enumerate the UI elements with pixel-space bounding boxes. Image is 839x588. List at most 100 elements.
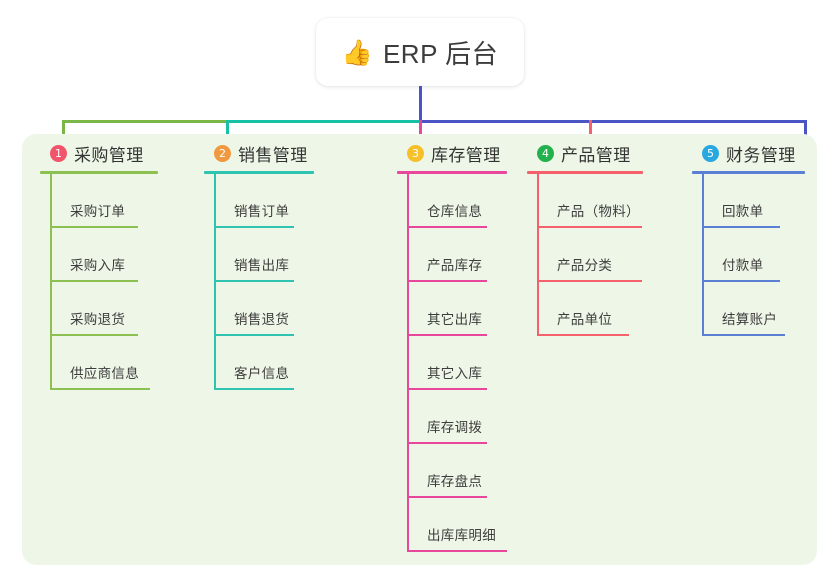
- leaf-item[interactable]: 产品分类: [527, 228, 643, 282]
- leaf-item[interactable]: 销售出库: [204, 228, 314, 282]
- diagram-panel: [22, 134, 817, 565]
- leaf-item-label: 客户信息: [234, 366, 290, 381]
- bus-segment-left: [62, 120, 227, 123]
- root-stem-line: [419, 86, 422, 123]
- thumbs-up-icon: 👍: [341, 37, 373, 67]
- leaf-item[interactable]: 产品单位: [527, 282, 643, 336]
- drop-line-col2: [226, 120, 229, 146]
- column-header-underline: [527, 171, 643, 174]
- leaf-item-label: 产品分类: [557, 258, 613, 273]
- column-items: 仓库信息产品库存其它出库其它入库库存调拨库存盘点出库库明细: [397, 174, 507, 552]
- leaf-item[interactable]: 其它出库: [397, 282, 507, 336]
- leaf-item[interactable]: 客户信息: [204, 336, 314, 390]
- bus-segment-mid: [226, 120, 420, 123]
- leaf-item-underline: [407, 550, 507, 552]
- column-header-underline: [40, 171, 158, 174]
- column-header-3[interactable]: 3 库存管理: [397, 140, 507, 166]
- column-number-badge: 4: [537, 144, 554, 162]
- leaf-item-label: 其它出库: [427, 312, 483, 327]
- leaf-item-label: 仓库信息: [427, 204, 483, 219]
- column-items: 回款单付款单结算账户: [692, 174, 805, 336]
- leaf-item[interactable]: 库存调拨: [397, 390, 507, 444]
- column-items: 产品（物料） 产品分类产品单位: [527, 174, 643, 336]
- leaf-item-label: 销售出库: [234, 258, 290, 273]
- column-spine-line: [50, 174, 52, 390]
- leaf-item-underline: [702, 226, 780, 228]
- column-spine-line: [702, 174, 704, 336]
- leaf-item-label: 采购订单: [70, 204, 126, 219]
- column-header-4[interactable]: 4 产品管理: [527, 140, 643, 166]
- leaf-item[interactable]: 结算账户: [692, 282, 805, 336]
- column-spine-line: [537, 174, 539, 336]
- root-node-card[interactable]: 👍 ERP 后台: [316, 18, 524, 86]
- leaf-item-underline: [407, 334, 487, 336]
- leaf-item[interactable]: 其它入库: [397, 336, 507, 390]
- leaf-item-label: 销售退货: [234, 312, 290, 327]
- column-number-badge: 1: [50, 144, 67, 162]
- leaf-item-underline: [214, 334, 294, 336]
- column-title: 销售管理: [238, 145, 308, 165]
- leaf-item-underline: [702, 280, 780, 282]
- column-header-underline: [692, 171, 805, 174]
- leaf-item[interactable]: 库存盘点: [397, 444, 507, 498]
- leaf-item[interactable]: 出库库明细: [397, 498, 507, 552]
- leaf-item-underline: [407, 442, 487, 444]
- leaf-item-label: 采购退货: [70, 312, 126, 327]
- leaf-item-label: 产品库存: [427, 258, 483, 273]
- leaf-item[interactable]: 供应商信息: [40, 336, 158, 390]
- column-库存管理: 3 库存管理仓库信息产品库存其它出库其它入库库存调拨库存盘点出库库明细: [397, 140, 507, 552]
- column-header-2[interactable]: 2 销售管理: [204, 140, 314, 166]
- drop-line-col4: [589, 120, 592, 146]
- leaf-item-underline: [537, 334, 629, 336]
- column-销售管理: 2 销售管理销售订单销售出库销售退货客户信息: [204, 140, 314, 390]
- root-node-title: ERP 后台: [382, 38, 499, 69]
- leaf-item-label: 产品单位: [557, 312, 613, 327]
- leaf-item-label: 采购入库: [70, 258, 126, 273]
- leaf-item[interactable]: 仓库信息: [397, 174, 507, 228]
- drop-line-col1: [62, 120, 65, 146]
- leaf-item-underline: [214, 280, 294, 282]
- leaf-item[interactable]: 采购订单: [40, 174, 158, 228]
- column-number-badge: 3: [407, 144, 424, 162]
- column-header-underline: [397, 171, 507, 174]
- leaf-item-underline: [537, 226, 642, 228]
- leaf-item[interactable]: 采购退货: [40, 282, 158, 336]
- leaf-item[interactable]: 采购入库: [40, 228, 158, 282]
- leaf-item-label: 供应商信息: [70, 366, 139, 381]
- leaf-item-underline: [407, 388, 487, 390]
- column-spine-line: [407, 174, 409, 552]
- leaf-item-label: 库存盘点: [427, 474, 483, 489]
- leaf-item[interactable]: 产品（物料）: [527, 174, 643, 228]
- column-title: 产品管理: [561, 145, 631, 165]
- leaf-item-label: 付款单: [722, 258, 764, 273]
- leaf-item-label: 出库库明细: [427, 528, 496, 543]
- column-header-underline: [204, 171, 314, 174]
- leaf-item[interactable]: 付款单: [692, 228, 805, 282]
- leaf-item-label: 产品（物料）: [557, 204, 640, 219]
- drop-line-col3: [419, 120, 422, 146]
- column-number-badge: 2: [214, 144, 231, 162]
- column-items: 销售订单销售出库销售退货客户信息: [204, 174, 314, 390]
- column-title: 采购管理: [74, 145, 144, 165]
- leaf-item-underline: [702, 334, 785, 336]
- column-title: 库存管理: [431, 145, 501, 165]
- column-number-badge: 5: [702, 144, 719, 162]
- leaf-item-underline: [407, 280, 487, 282]
- leaf-item-underline: [50, 388, 150, 390]
- bus-segment-right: [419, 120, 807, 123]
- leaf-item-label: 回款单: [722, 204, 764, 219]
- column-header-5[interactable]: 5 财务管理: [692, 140, 805, 166]
- column-header-1[interactable]: 1 采购管理: [40, 140, 158, 166]
- leaf-item-underline: [214, 388, 294, 390]
- leaf-item[interactable]: 回款单: [692, 174, 805, 228]
- leaf-item[interactable]: 销售订单: [204, 174, 314, 228]
- leaf-item[interactable]: 销售退货: [204, 282, 314, 336]
- leaf-item-underline: [50, 226, 138, 228]
- leaf-item-underline: [50, 280, 138, 282]
- leaf-item-label: 结算账户: [722, 312, 778, 327]
- leaf-item-underline: [50, 334, 138, 336]
- column-title: 财务管理: [726, 145, 796, 165]
- leaf-item[interactable]: 产品库存: [397, 228, 507, 282]
- leaf-item-underline: [214, 226, 294, 228]
- leaf-item-underline: [537, 280, 642, 282]
